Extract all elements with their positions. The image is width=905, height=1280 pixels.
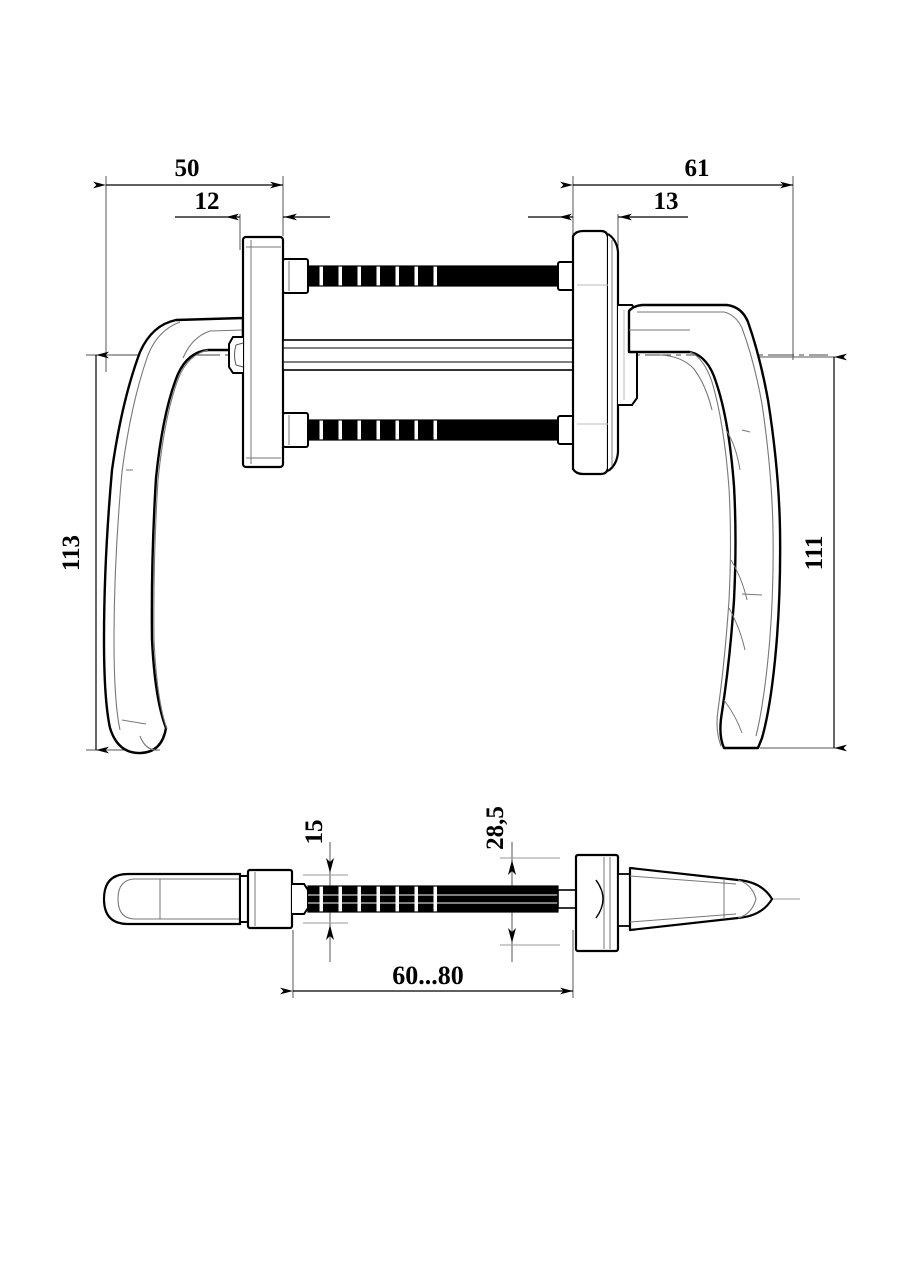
dimension-13: 13 [528, 188, 688, 250]
view-plan-section: 15 28,5 60...80 [102, 806, 800, 998]
dimension-50-label: 50 [175, 155, 200, 182]
plan-left-knob [102, 872, 249, 926]
dimension-111-label: 111 [801, 536, 828, 571]
dimension-61: 61 [560, 155, 794, 360]
dimension-60-80-label: 60...80 [392, 961, 464, 990]
dimension-28-5-label: 28,5 [482, 806, 509, 850]
plan-screw-assembly [307, 885, 581, 913]
lower-fixing-screw [282, 412, 585, 448]
upper-fixing-screw [282, 258, 585, 294]
right-lever-handle [627, 303, 782, 750]
dimension-111: 111 [760, 353, 847, 752]
dimension-13-label: 13 [654, 188, 679, 215]
dimension-28-5: 28,5 [482, 806, 560, 962]
dimension-15-label: 15 [301, 820, 328, 845]
dimension-15: 15 [301, 820, 348, 962]
right-rosette-plate [571, 229, 638, 476]
plan-left-rosette [246, 868, 309, 930]
dimension-12-label: 12 [195, 188, 220, 215]
left-lever-handle [102, 316, 245, 755]
dimension-60-80: 60...80 [280, 930, 574, 998]
plan-right-rosette [574, 853, 631, 953]
plan-right-grip [628, 866, 774, 932]
dimension-12: 12 [175, 188, 330, 250]
dimension-61-label: 61 [685, 155, 710, 182]
view-front-elevation: 50 12 61 13 [58, 155, 847, 755]
dimension-50: 50 [93, 155, 284, 372]
left-rosette-plate [228, 235, 285, 469]
dimension-113-label: 113 [58, 535, 85, 571]
